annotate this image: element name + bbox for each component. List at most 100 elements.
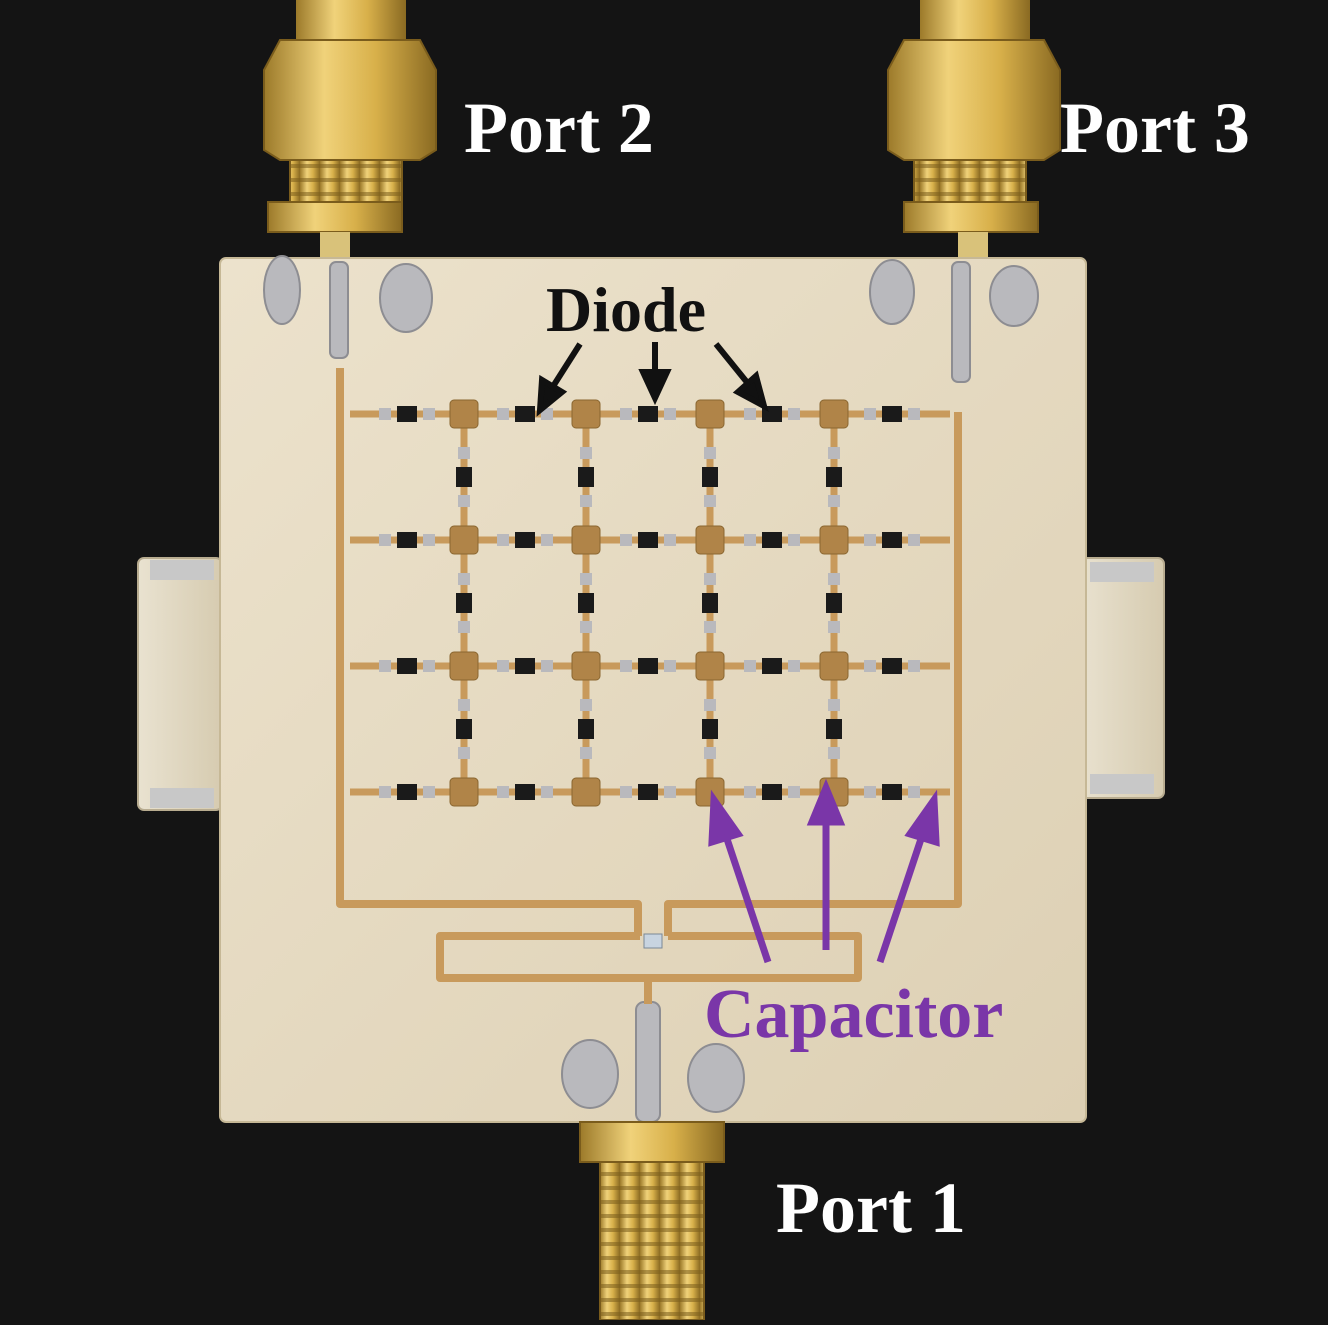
junction-pad xyxy=(449,651,479,681)
solder-pad xyxy=(828,447,840,459)
junction-pad xyxy=(819,399,849,429)
port-2-connector xyxy=(263,0,437,272)
component xyxy=(702,467,718,487)
component xyxy=(515,532,535,548)
component xyxy=(578,467,594,487)
junction-pad xyxy=(571,399,601,429)
component xyxy=(762,658,782,674)
diode-arrow-center-head xyxy=(638,369,672,406)
solder-pad xyxy=(664,408,676,420)
solder-pad xyxy=(580,573,592,585)
feed-line xyxy=(336,368,962,936)
solder-pad xyxy=(704,447,716,459)
solder-pad xyxy=(458,495,470,507)
solder-pad xyxy=(423,534,435,546)
component xyxy=(397,406,417,422)
component xyxy=(515,658,535,674)
component xyxy=(638,784,658,800)
solder-pad xyxy=(497,786,509,798)
junction-pad xyxy=(571,651,601,681)
capacitor-arrow-center-head xyxy=(806,778,846,826)
component xyxy=(456,719,472,739)
component xyxy=(638,406,658,422)
port-2-label: Port 2 xyxy=(464,88,654,168)
solder-pad xyxy=(704,747,716,759)
junction-pad xyxy=(819,525,849,555)
component xyxy=(456,593,472,613)
capacitor-label: Capacitor xyxy=(704,976,1004,1053)
solder-pad xyxy=(379,408,391,420)
solder-pad xyxy=(704,621,716,633)
component xyxy=(826,467,842,487)
junction-pad xyxy=(449,777,479,807)
port-3-connector xyxy=(887,0,1061,272)
component xyxy=(702,593,718,613)
solder-pad xyxy=(379,534,391,546)
solder-joints-top xyxy=(263,255,1039,383)
solder-pad xyxy=(744,408,756,420)
junction-pad xyxy=(695,525,725,555)
solder-pad xyxy=(828,699,840,711)
port-3-label: Port 3 xyxy=(1060,88,1250,168)
solder-pad xyxy=(458,621,470,633)
component xyxy=(702,719,718,739)
component xyxy=(826,593,842,613)
solder-pad xyxy=(379,660,391,672)
solder-pad xyxy=(864,660,876,672)
capacitor-arrow-right xyxy=(876,828,928,964)
solder-pad xyxy=(620,408,632,420)
component xyxy=(638,658,658,674)
solder-pad xyxy=(458,447,470,459)
solder-pad xyxy=(580,495,592,507)
component xyxy=(882,406,902,422)
junction-pad xyxy=(819,651,849,681)
junction-pad xyxy=(571,777,601,807)
solder-pad xyxy=(864,786,876,798)
solder-pad xyxy=(864,534,876,546)
solder-pad xyxy=(497,660,509,672)
solder-pad xyxy=(423,786,435,798)
solder-pad xyxy=(744,534,756,546)
solder-pad xyxy=(497,408,509,420)
side-clip-left xyxy=(137,557,223,811)
solder-pad xyxy=(620,786,632,798)
component xyxy=(762,784,782,800)
component xyxy=(578,593,594,613)
solder-pad xyxy=(580,447,592,459)
component xyxy=(882,658,902,674)
solder-pad xyxy=(704,699,716,711)
diode-arrow-left xyxy=(549,342,583,390)
solder-pad xyxy=(379,786,391,798)
diode-arrow-right-head xyxy=(732,370,769,412)
solder-pad xyxy=(788,660,800,672)
solder-pad xyxy=(704,573,716,585)
capacitor-arrows xyxy=(708,778,940,964)
diode-arrow-left-head xyxy=(536,374,568,417)
component xyxy=(826,719,842,739)
solder-pad xyxy=(908,786,920,798)
solder-pad xyxy=(828,495,840,507)
solder-pad xyxy=(664,786,676,798)
solder-pad xyxy=(620,660,632,672)
junction-pad xyxy=(571,525,601,555)
junction-pad xyxy=(449,399,479,429)
junction-pad xyxy=(695,651,725,681)
component xyxy=(397,532,417,548)
solder-pad xyxy=(744,786,756,798)
solder-pad xyxy=(788,786,800,798)
component xyxy=(515,784,535,800)
solder-pad xyxy=(704,495,716,507)
solder-pad xyxy=(788,408,800,420)
diode-arrow-right xyxy=(713,342,753,388)
junction-pad xyxy=(695,777,725,807)
component xyxy=(515,406,535,422)
component xyxy=(456,467,472,487)
solder-pad xyxy=(541,786,553,798)
component xyxy=(882,532,902,548)
side-clip-right xyxy=(1048,557,1165,799)
diode-arrows xyxy=(536,342,769,417)
solder-pad xyxy=(541,408,553,420)
solder-pad xyxy=(458,573,470,585)
